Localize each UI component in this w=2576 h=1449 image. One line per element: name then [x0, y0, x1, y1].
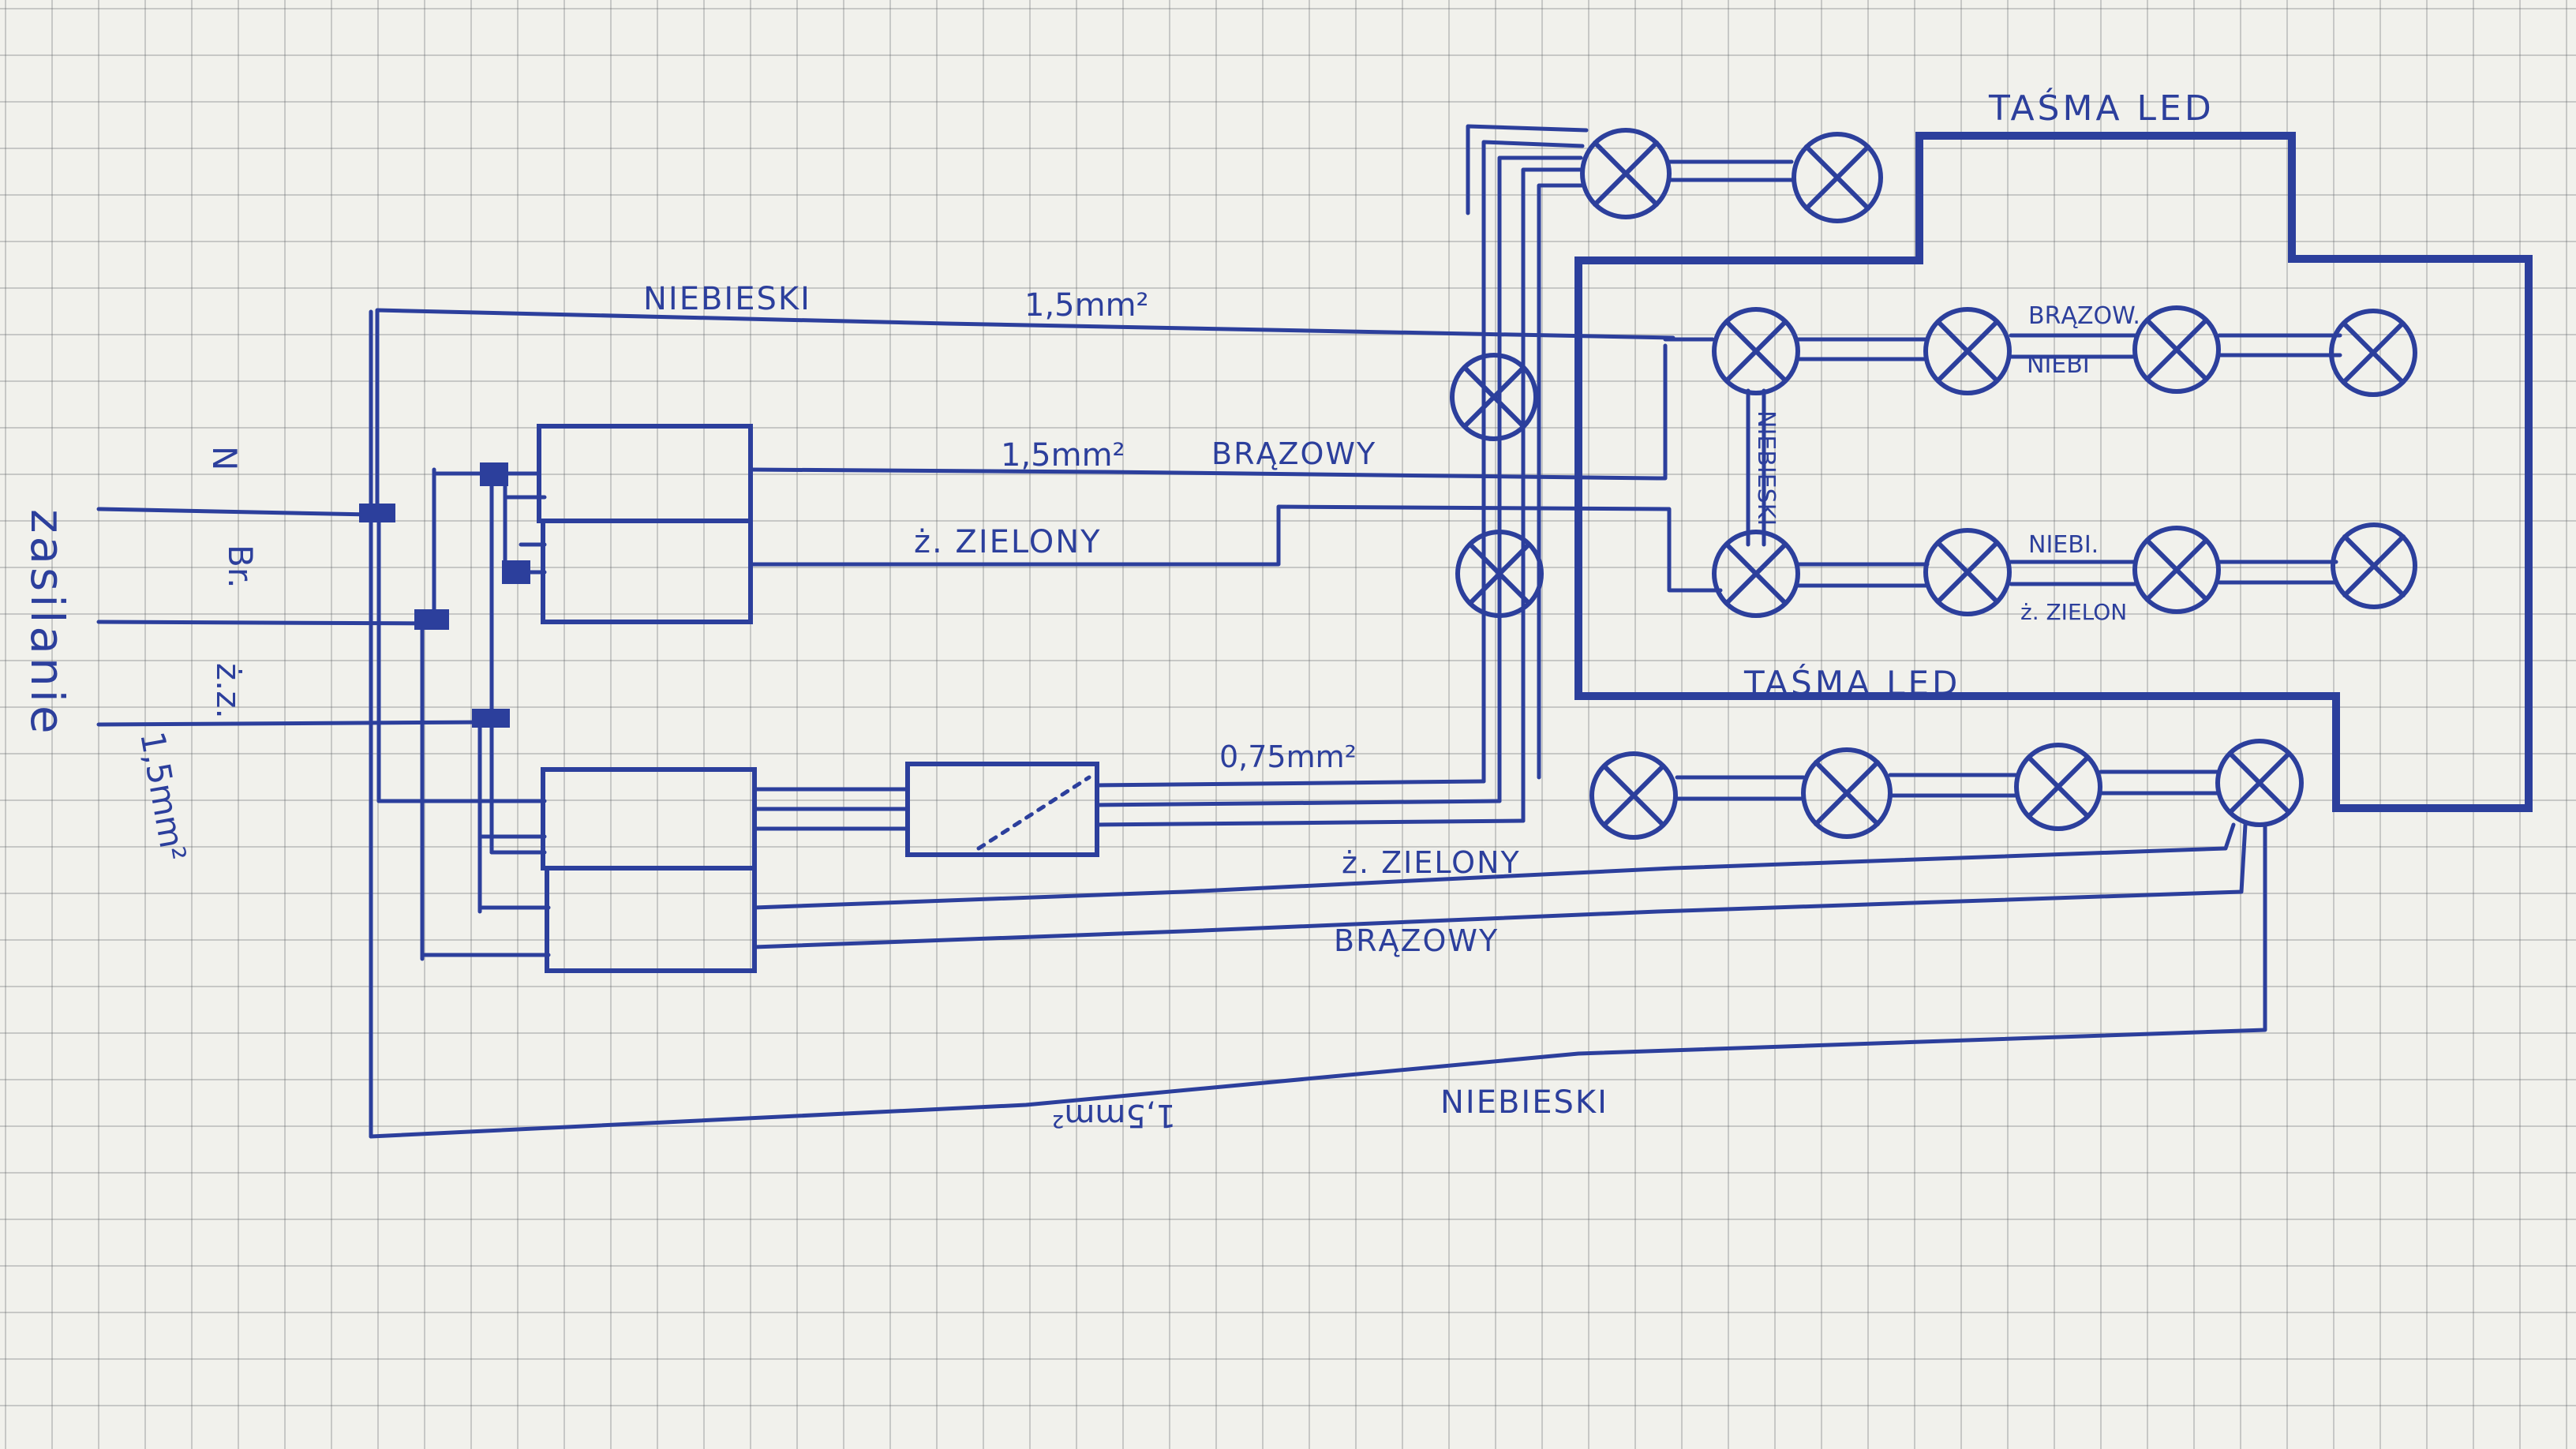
- green-top-label: ż. ZIELONY: [914, 524, 1102, 560]
- bottom-blue-label: NIEBIESKI: [1440, 1084, 1608, 1121]
- lamp-top-2-icon: [1792, 132, 1883, 223]
- junction-br: [414, 609, 449, 630]
- brown-wire-upper: [748, 343, 1668, 481]
- small-section-label: 0,75mm²: [1219, 739, 1357, 774]
- green-wire-bottom: [752, 822, 2236, 910]
- green-wire-upper: [748, 504, 1723, 593]
- led-strip-top-outline: [1574, 132, 2533, 812]
- green-bottom-label: ż. ZIELONY: [1342, 845, 1521, 880]
- lamp-bottom-1-icon: [1589, 751, 1678, 840]
- lamp-row2-3-icon: [2132, 526, 2221, 614]
- relay-upper-top: [537, 424, 753, 523]
- lamp-riser-1-icon: [1450, 353, 1538, 441]
- brown-section-label: 1,5mm²: [1001, 437, 1125, 474]
- lamp-bottom-2-icon: [1801, 747, 1893, 839]
- relay-lower-top: [541, 767, 757, 871]
- row2-green-label: ż. ZIELON: [2020, 599, 2127, 625]
- brown-wire-bottom: [752, 822, 2248, 949]
- led-strip-mid-label: TAŚMA LED: [1743, 663, 1960, 702]
- wire-zz-label: ż.z.: [209, 663, 248, 719]
- lamp-bottom-3-icon: [2014, 743, 2102, 831]
- supply-wire-n: [96, 507, 373, 517]
- blue-wire-bottom: [369, 822, 2267, 1139]
- riser-4: [1521, 167, 1583, 823]
- riser-1: [1466, 124, 1589, 215]
- lamp-riser-2-icon: [1455, 530, 1544, 618]
- lamp-row1-3-icon: [2132, 305, 2221, 394]
- dimmer-slash: [976, 775, 1091, 851]
- lamp-row1-2-icon: [1923, 307, 2012, 395]
- riser-3: [1497, 155, 1583, 803]
- lamp-top-1-icon: [1580, 128, 1672, 219]
- dimmer-module: [905, 762, 1099, 857]
- row1-brown-label: BRĄZOW.: [2028, 302, 2140, 330]
- lamp-row2-2-icon: [1923, 528, 2012, 616]
- supply-wire-zz: [96, 720, 492, 727]
- lamp-row2-4-icon: [2331, 522, 2417, 609]
- row1-blue-label: NIEBI: [2027, 351, 2090, 379]
- dimmer-out-3: [1095, 818, 1526, 827]
- bottom-blue-section-label: 1,5mm²: [1051, 1097, 1176, 1133]
- top-blue-section-label: 1,5mm²: [1024, 287, 1149, 324]
- row2-blue-label: NIEBI.: [2028, 531, 2099, 559]
- brown-top-label: BRĄZOWY: [1211, 436, 1376, 471]
- lamp-row2-1-icon: [1712, 530, 1800, 618]
- lamp-row1-1-icon: [1712, 307, 1800, 395]
- lamp-row1-4-icon: [2329, 309, 2417, 397]
- power-supply-label: zasilanie: [21, 509, 74, 737]
- relay-upper-bottom: [541, 519, 753, 624]
- wire-br-label: Br.: [221, 545, 260, 589]
- lamp-bottom-4-icon: [2215, 739, 2304, 827]
- top-blue-label: NIEBIESKI: [643, 281, 811, 317]
- riser-2: [1481, 140, 1585, 784]
- vertical-blue-label: NIEBIESKI: [1752, 410, 1780, 526]
- wire-n-label: N: [205, 446, 244, 470]
- junction-upper-1: [480, 462, 508, 486]
- junction-n: [359, 504, 395, 522]
- supply-cross-section-label: 1,5mm²: [133, 728, 193, 863]
- relay-lower-bottom: [545, 866, 757, 973]
- supply-wire-br: [96, 620, 440, 626]
- dimmer-out-2: [1095, 799, 1502, 807]
- dimmer-out-1: [1095, 779, 1486, 788]
- junction-zz: [472, 709, 510, 728]
- blue-wire-top: [375, 308, 1676, 514]
- led-strip-top-label: TAŚMA LED: [1988, 87, 2215, 129]
- brown-bottom-label: BRĄZOWY: [1334, 923, 1499, 958]
- junction-upper-2: [502, 560, 530, 584]
